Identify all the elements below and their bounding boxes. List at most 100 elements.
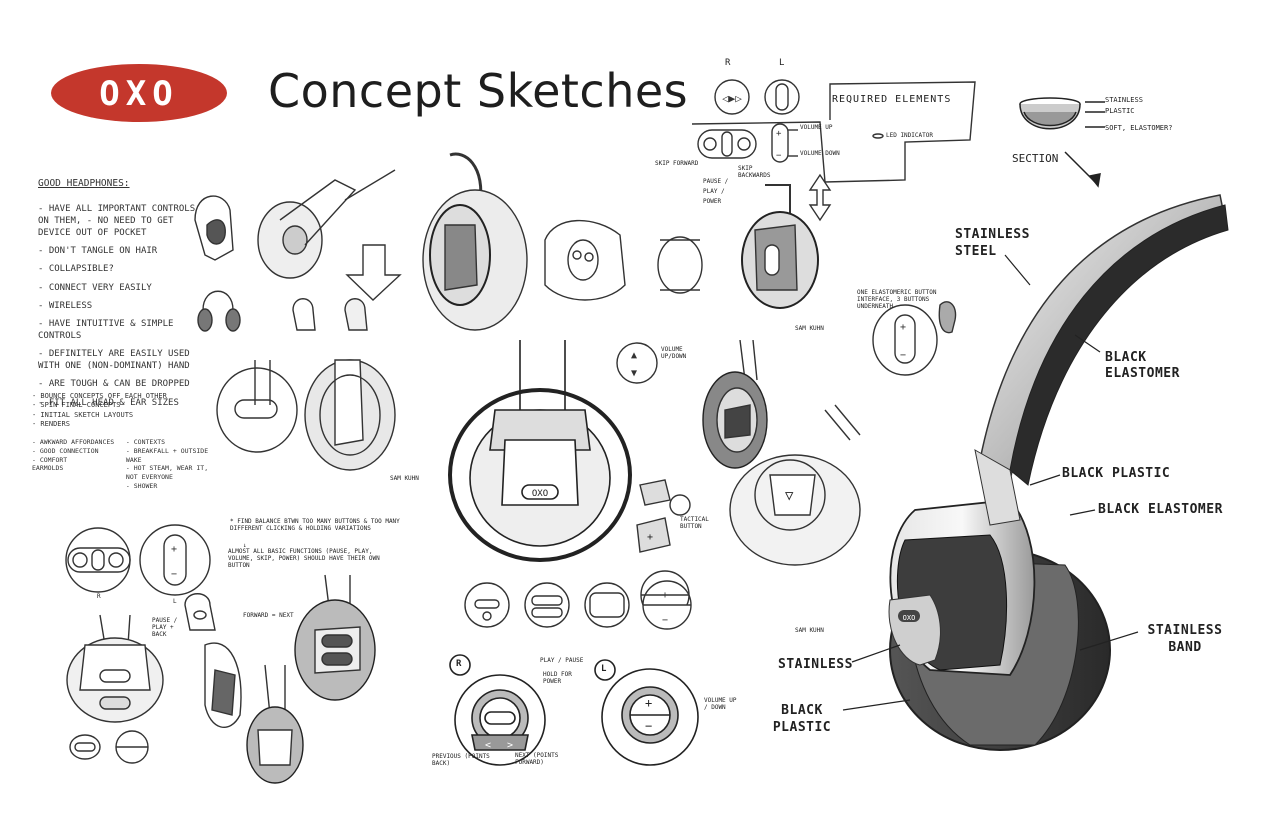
earcup-with-arrow (741, 173, 832, 309)
stainless-steel-label: Stainless steel (955, 227, 1030, 259)
context-item: - Shower (125, 481, 158, 490)
hold-power-label: Hold for power (543, 671, 572, 685)
tactical-button-label: Tactical button (680, 516, 709, 530)
earcup-sketches-bottom-left: + − (65, 524, 376, 784)
requirements-notes: Good headphones: - Have all important co… (38, 178, 198, 415)
process-item: - Renders (32, 420, 70, 429)
pause-play-label: Pause / play / power (703, 178, 729, 206)
volume-down-label: Volume down (800, 150, 840, 157)
black-elastomer-label-2: Black elastomer (1098, 502, 1223, 517)
section-soft-label: Soft, elastomer? (1105, 124, 1173, 132)
svg-text:▼: ▼ (631, 368, 637, 379)
svg-text:+: + (900, 322, 906, 333)
svg-text:+: + (647, 532, 653, 543)
signature-3: Sam Kuhn (795, 627, 824, 634)
skip-forward-label: Skip forward (655, 160, 699, 167)
note-item: - Definitely are easily used with one (n… (38, 349, 190, 372)
svg-text:−: − (645, 719, 652, 733)
black-plastic-label-2: Black plastic (772, 703, 832, 735)
context-item: - Breakfall + outside wake (125, 446, 209, 464)
svg-text:−: − (900, 350, 906, 361)
volume-side-label: Volume up / down (704, 697, 737, 711)
context-item: - Hot steam, wear it, not everyone (125, 464, 209, 482)
earcup-front-large: OXO (448, 340, 632, 562)
pause-play-back-note: Pause / play + back (152, 617, 178, 638)
earcup-sketches-left (194, 169, 402, 471)
section-detail (1019, 97, 1105, 188)
volume-rocker-sketch: ▲ ▼ (616, 342, 658, 384)
process-item: - Initial sketch layouts (32, 410, 134, 419)
note-item: - Have intuitive & simple controls (38, 318, 174, 341)
play-pause-label: Play / pause (540, 657, 584, 664)
black-plastic-label: Black plastic (1062, 466, 1171, 481)
oxo-logo: OXO (51, 64, 227, 122)
section-stainless-label: Stainless (1105, 96, 1143, 104)
right-control-diagram: < > (449, 654, 546, 766)
left-label: L (779, 58, 785, 68)
svg-text:<: < (485, 740, 491, 751)
logo-text: OXO (99, 74, 178, 114)
contexts-title: - Contexts (125, 438, 166, 446)
required-elements-panel: ◁▶▷ + − (691, 79, 976, 183)
left-control-diagram: + − (594, 659, 699, 766)
arrow-down: ↓ (243, 542, 247, 549)
note-item: - Are tough & can be dropped (38, 379, 190, 390)
note-item: - Wireless (38, 300, 93, 311)
notes-heading: Good headphones: (38, 178, 130, 189)
earcup-angled-sketches: ▽ + (636, 340, 861, 605)
find-balance-note: * Find balance btwn too many buttons & t… (230, 518, 400, 532)
svg-text:▽: ▽ (785, 488, 794, 504)
awkward-item: - Comfort (32, 455, 68, 464)
process-item: - Spin final concepts (32, 401, 121, 410)
almost-all-note: Almost all basic functions (pause, play,… (228, 548, 380, 569)
svg-text:+: + (662, 590, 668, 601)
earcup-sketches-top-mid (422, 152, 703, 331)
svg-text:▲: ▲ (631, 350, 637, 361)
l-small-label: L (173, 598, 177, 605)
led-indicator-label: LED indicator (886, 132, 933, 139)
svg-text:−: − (776, 151, 782, 161)
awkward-title: - Awkward affordances (32, 438, 115, 446)
black-elastomer-label: Black elastomer (1105, 350, 1180, 381)
one-elastomeric-label: One elastomeric button interface, 3 butt… (857, 289, 937, 310)
oxo-badge-render: OXO (903, 614, 916, 622)
note-item: - Connect very easily (38, 282, 152, 293)
note-item: - Have all important controls on them, -… (38, 203, 196, 239)
right-label: R (725, 58, 731, 68)
svg-text:+: + (171, 544, 177, 555)
forward-next-note: Forward = next (243, 612, 294, 619)
earmolds-label: Earmolds (32, 464, 64, 473)
signature-2: Sam Kuhn (795, 325, 824, 332)
skip-backwards-label: Skip backwards (738, 165, 771, 179)
section-plastic-label: Plastic (1105, 107, 1135, 115)
affordance-notes: - Awkward affordances - Good connection … (32, 438, 222, 491)
next-label: Next (points forward) (515, 752, 559, 766)
button-layout-row: + − (464, 580, 692, 630)
signature-1: Sam Kuhn (390, 475, 419, 482)
svg-text:◁▶▷: ◁▶▷ (722, 92, 742, 105)
svg-text:+: + (645, 696, 652, 710)
svg-text:+: + (776, 129, 782, 139)
svg-text:−: − (662, 615, 668, 626)
page-title: Concept Sketches (268, 64, 689, 118)
stainless-band-label: Stainless band (1147, 623, 1223, 655)
process-item: - Bounce concepts off each other (32, 392, 167, 400)
previous-label: Previous (points back) (432, 753, 490, 767)
elastomeric-button-sketch: + − (872, 301, 957, 376)
section-label: Section (1012, 152, 1059, 165)
process-notes: - Bounce concepts off each other - Spin … (32, 392, 207, 430)
volume-updown-label: Volume up/down (661, 346, 687, 360)
oxo-badge-mid: OXO (532, 489, 548, 499)
svg-text:>: > (507, 740, 513, 751)
headphone-render: OXO (888, 194, 1229, 751)
note-item: - Don't tangle on hair (38, 246, 158, 257)
stainless-label: Stainless (778, 657, 853, 672)
r-small-label: R (97, 593, 101, 600)
note-item: - Fit all head & ear sizes (38, 397, 179, 408)
volume-up-label: Volume up (800, 124, 833, 131)
awkward-item: - Good connection (32, 446, 99, 455)
required-elements-title: Required elements (832, 94, 952, 105)
l-circle-label: L (601, 664, 607, 674)
r-circle-label: R (456, 659, 462, 669)
note-item: - Collapsible? (38, 264, 114, 275)
